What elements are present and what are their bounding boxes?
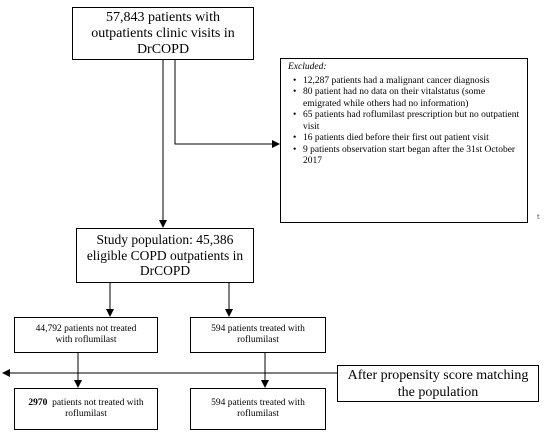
excluded-item: 9 patients observation start began after… [293,145,521,168]
untreated-line2: with roflumilast [55,335,117,345]
matched-treated-box: 594 patients treated with roflumilast [190,388,326,430]
total-patients-line1: 57,843 patients with [106,9,220,25]
study-population-line3: DrCOPD [139,263,191,279]
excluded-item: 16 patients died before their first out … [293,133,521,145]
total-patients-box: 57,843 patients with outpatients clinic … [72,7,254,60]
excluded-item: 12,287 patients had a malignant cancer d… [293,76,521,88]
untreated-line1: 44,792 patients not treated [35,323,137,334]
study-population-line1: Study population: 45,386 [96,232,234,248]
propensity-line2: the population [397,384,479,400]
excluded-list: 12,287 patients had a malignant cancer d… [287,76,521,168]
propensity-matching-box: After propensity score matching the popu… [337,365,539,402]
excluded-title: Excluded: [288,62,327,72]
excluded-item: 80 patient had no data on their vitalsta… [293,87,521,110]
matched-untreated-line1: patients not treated with [52,397,144,408]
matched-untreated-count: 2970 [28,397,48,408]
treated-line1: 594 patients treated with [211,323,305,334]
total-patients-line2: outpatients clinic visits in [91,25,235,41]
matched-untreated-line2: roflumilast [65,409,107,419]
total-patients-line3: DrCOPD [136,41,190,57]
propensity-line1: After propensity score matching [347,367,529,383]
matched-untreated-box: 2970 patients not treated with roflumila… [14,388,158,430]
treated-line2: roflumilast [237,335,279,345]
study-population-line2: eligible COPD outpatients in [86,247,244,263]
untreated-box: 44,792 patients not treated with roflumi… [14,317,158,353]
stray-mark: t [537,213,540,221]
arrow-to-excluded [174,60,280,148]
matched-treated-line1: 594 patients treated with [211,397,305,408]
matched-treated-line2: roflumilast [237,409,279,419]
study-population-box: Study population: 45,386 eligible COPD o… [76,228,254,283]
treated-box: 594 patients treated with roflumilast [190,317,326,353]
excluded-box: Excluded: 12,287 patients had a malignan… [280,58,528,223]
excluded-item: 65 patients had roflumilast prescription… [293,110,521,133]
